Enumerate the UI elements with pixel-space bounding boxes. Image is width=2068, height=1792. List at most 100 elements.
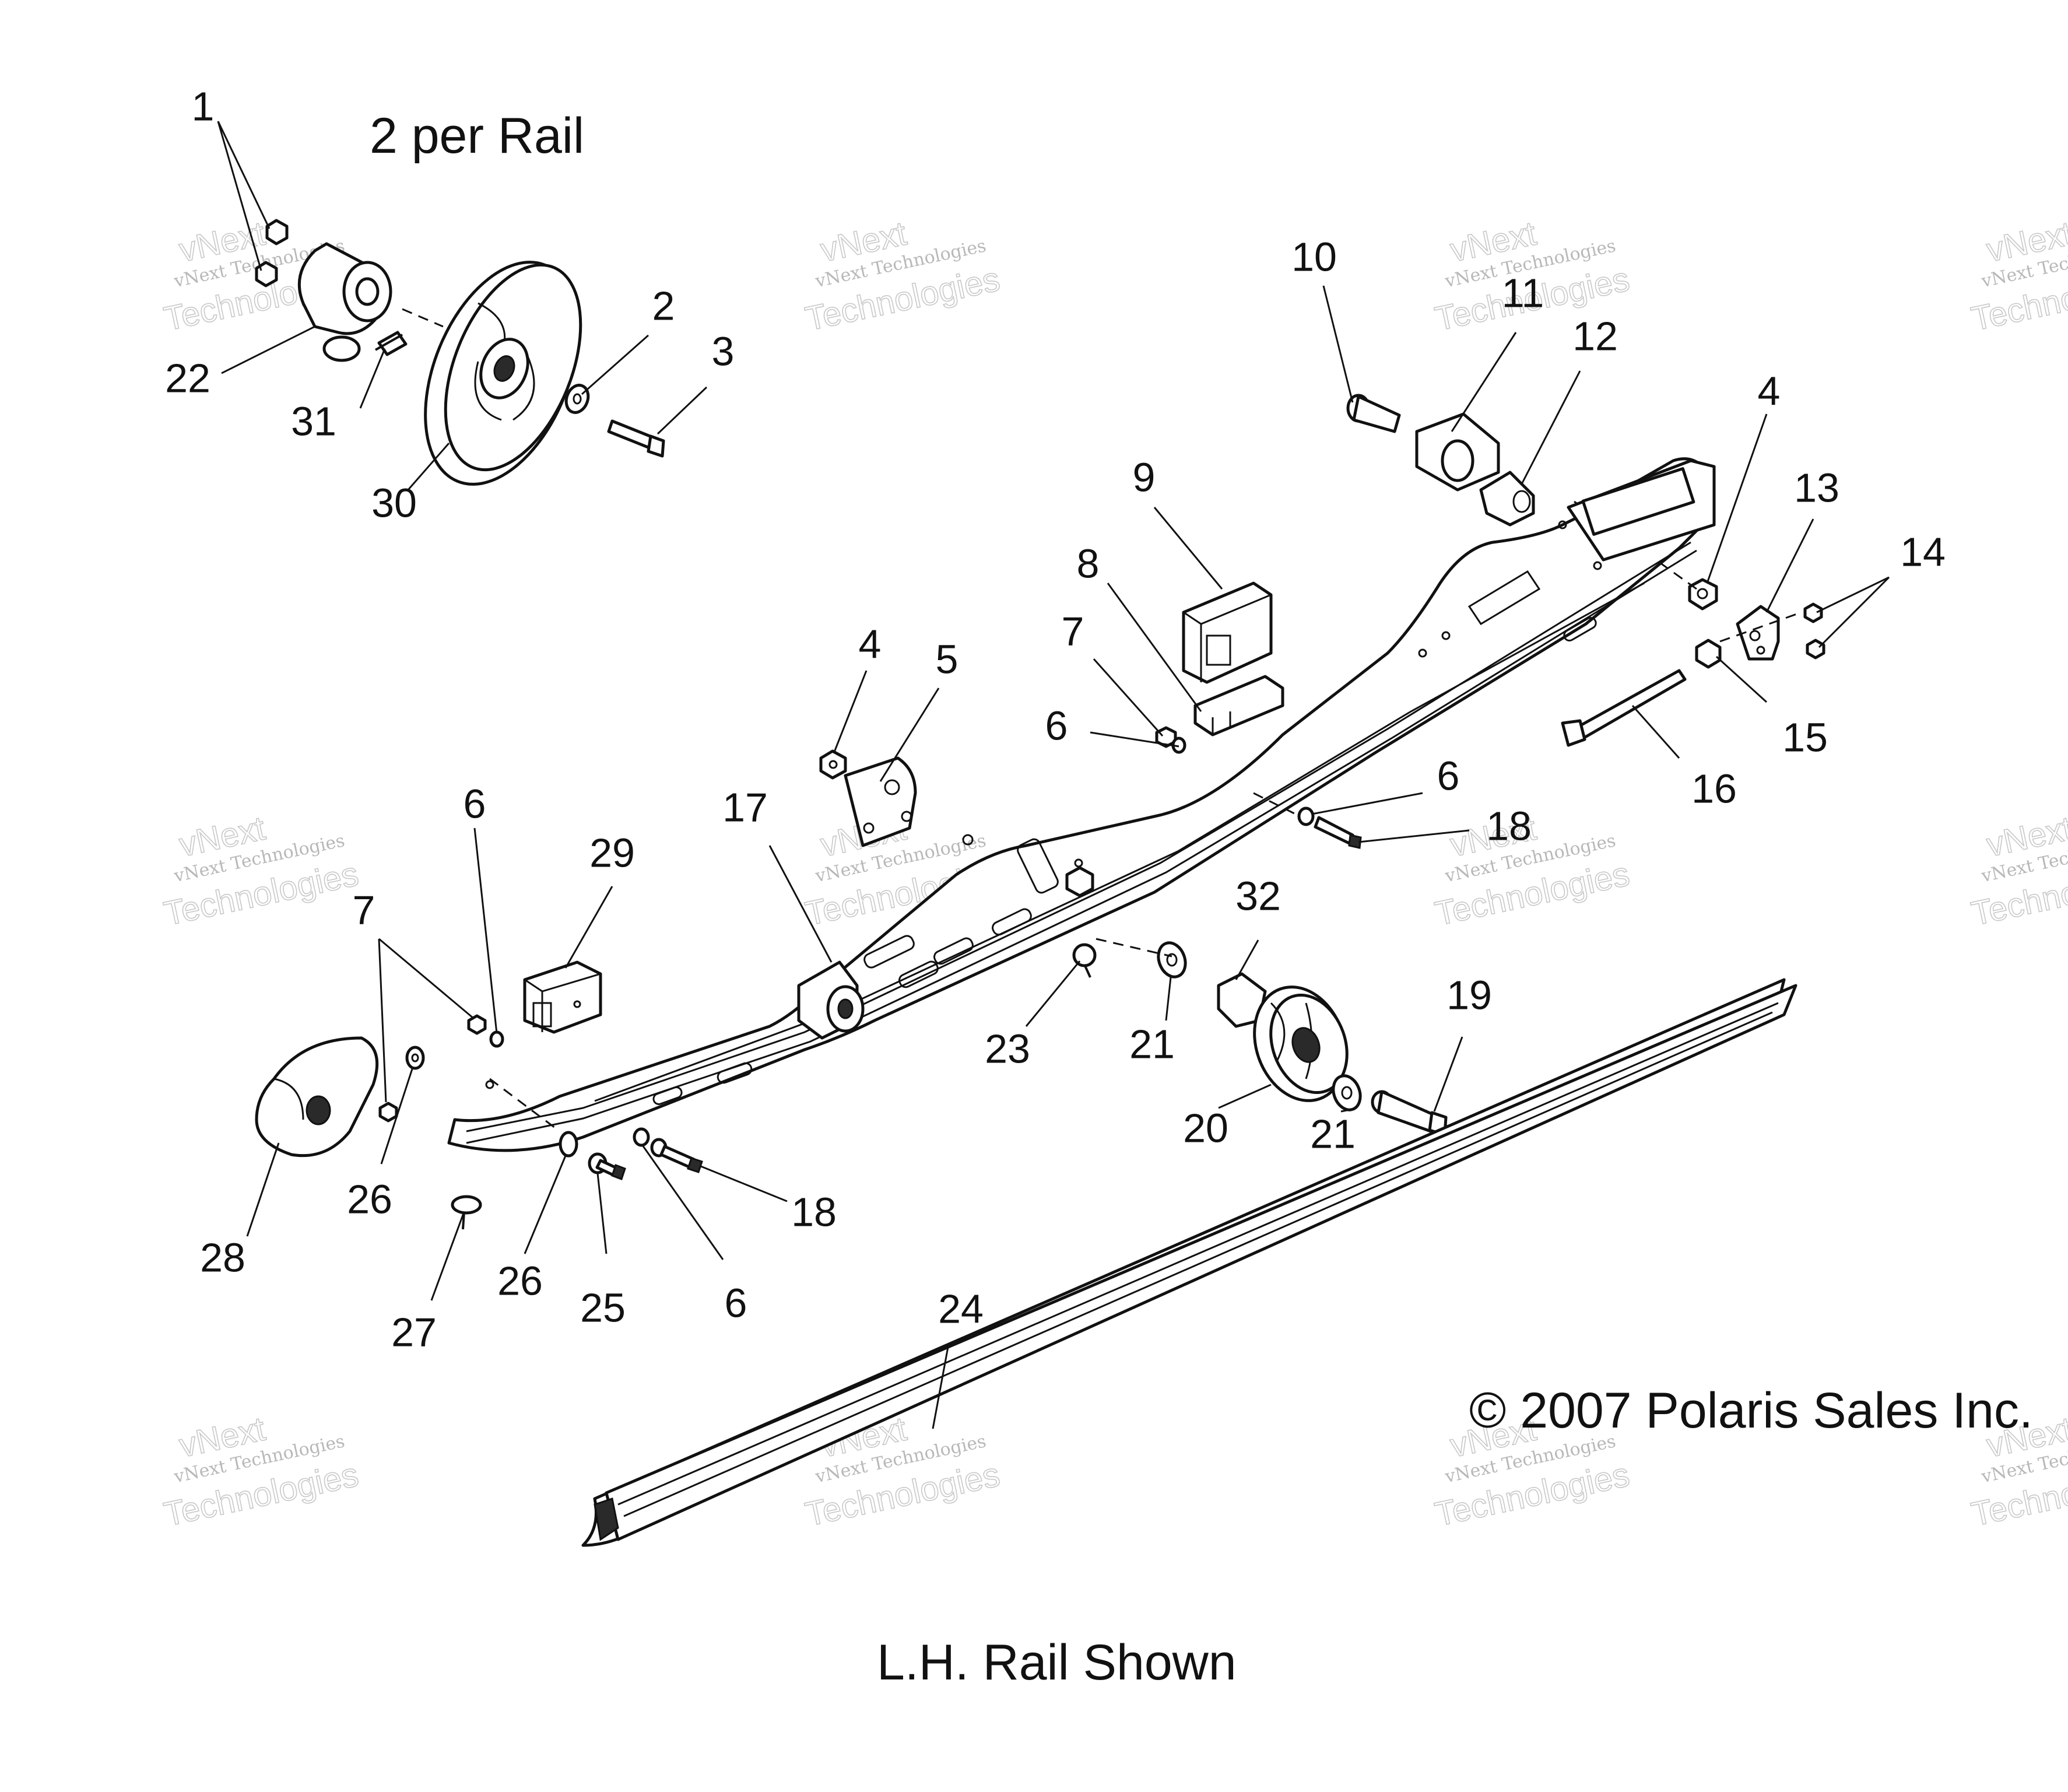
front-hardware-group [255, 960, 703, 1230]
watermark-4: vNext vNext Technologies Technologies [1968, 214, 2068, 339]
nut-15 [1695, 639, 1722, 669]
callout-label: 6 [1045, 703, 1068, 748]
assembly-axis-line [402, 308, 444, 328]
washer-21-left [1157, 941, 1187, 979]
bumper-block-9 [1182, 581, 1273, 684]
callout-label: 14 [1900, 529, 1946, 574]
spacer-12 [1479, 471, 1535, 527]
callout-label: 22 [165, 355, 210, 401]
block-11 [1415, 412, 1500, 492]
washer-21-right [1332, 1074, 1362, 1111]
callout-label: 25 [580, 1285, 626, 1330]
callout-label: 31 [291, 398, 336, 444]
nut-1-upper [265, 219, 289, 246]
callout-numbers: 1 2 3 22 31 30 10 11 12 4 13 14 15 16 9 … [165, 83, 1946, 1355]
callout-label: 26 [347, 1176, 392, 1222]
rivet-27 [451, 1195, 482, 1230]
screw-axis-line [1719, 611, 1802, 643]
wheel-30 [424, 261, 582, 486]
callout-label: 20 [1183, 1105, 1228, 1151]
callout-label: 27 [391, 1309, 437, 1355]
axle-housing-22 [297, 242, 392, 362]
callout-label: 2 [652, 283, 675, 328]
callout-label: 15 [1782, 714, 1828, 760]
callout-label: 1 [192, 83, 215, 129]
callout-label: 11 [1502, 270, 1544, 315]
callout-label: 13 [1794, 465, 1839, 510]
bumper-29 [523, 960, 602, 1034]
nut-4-rear [1688, 578, 1718, 611]
nut-7-left [378, 1102, 398, 1123]
caption-label: L.H. Rail Shown [877, 1635, 1237, 1691]
callout-label: 10 [1291, 234, 1337, 279]
end-cap-28 [255, 1036, 379, 1158]
watermark-2: vNext vNext Technologies Technologies [802, 214, 1003, 339]
callout-label: 7 [1062, 608, 1084, 654]
wheel-20 [1253, 986, 1349, 1102]
callout-label: 19 [1446, 972, 1492, 1018]
nut-7-top [467, 1014, 487, 1035]
nut-7-mid [1155, 726, 1186, 754]
nut-1-lower [255, 261, 278, 287]
wheel-axis-line [1096, 938, 1172, 958]
bumper-clip-8 [1193, 675, 1284, 737]
wear-strip-24 [581, 978, 1797, 1547]
callout-label: 9 [1133, 454, 1156, 500]
callout-label: 32 [1235, 873, 1281, 918]
washer-21-right-hole [1341, 1086, 1353, 1100]
callout-label: 3 [712, 328, 735, 374]
callout-label: 4 [859, 621, 882, 667]
front-cross-shaft [797, 866, 1094, 1040]
callout-label: 6 [725, 1280, 747, 1325]
washer-6-front [489, 1030, 504, 1048]
front-axis-line [489, 1078, 560, 1132]
callout-label: 5 [936, 636, 958, 682]
washer-26-bottom [559, 1131, 578, 1158]
bolt-18-front [650, 1138, 703, 1173]
subtitle-label: 2 per Rail [370, 108, 584, 164]
washer-21-left-hole [1166, 953, 1178, 967]
callout-label: 26 [497, 1258, 543, 1303]
bolt-19 [1371, 1090, 1448, 1137]
callout-label: 21 [1129, 1021, 1175, 1067]
rear-hardware-group [1346, 394, 1825, 747]
bolt-3 [607, 419, 665, 458]
callout-label: 28 [200, 1235, 245, 1280]
mid-axis-line [1253, 792, 1301, 818]
callout-label: 7 [353, 887, 375, 932]
watermark-8: vNext vNext Technologies Technologies [1968, 809, 2068, 934]
callout-label: 23 [985, 1026, 1030, 1071]
washer-26-left [405, 1046, 425, 1070]
washer-6-bottom [633, 1127, 650, 1147]
idler-wheel-assembly [255, 219, 665, 486]
copyright-notice: © 2007 Polaris Sales Inc. [1469, 1383, 2033, 1439]
bolt-18-mid [1297, 806, 1362, 849]
callout-label: 29 [589, 830, 635, 875]
callout-label: 18 [791, 1189, 837, 1235]
watermark-9: vNext vNext Technologies Technologies [160, 1409, 362, 1534]
washer-26-left-hole [411, 1053, 419, 1062]
watermark-group: vNext vNext Technologies Technologies vN… [160, 214, 2068, 1534]
callout-label: 30 [371, 480, 417, 525]
wheel-assembly-20 [1072, 938, 1448, 1137]
bracket-5 [844, 756, 917, 847]
callout-label: 17 [722, 784, 768, 830]
bolt-31 [375, 331, 408, 356]
bolt-23 [1072, 943, 1097, 978]
nut-4-front [819, 749, 847, 780]
callout-label: 8 [1077, 541, 1100, 586]
watermark-3: vNext vNext Technologies Technologies [1431, 214, 1633, 339]
leader-lines [217, 121, 1890, 1429]
screws-14 [1803, 602, 1825, 660]
bolt-25 [588, 1152, 626, 1180]
bolt-10 [1346, 394, 1401, 433]
callout-label: 6 [464, 781, 486, 826]
rail-holes [485, 520, 1602, 1089]
watermark-5: vNext vNext Technologies Technologies [160, 809, 362, 934]
callout-label: 16 [1691, 766, 1737, 811]
callout-label: 4 [1758, 368, 1781, 413]
rail-slots [652, 617, 1597, 1105]
slide-rail-17 [447, 457, 1716, 1152]
